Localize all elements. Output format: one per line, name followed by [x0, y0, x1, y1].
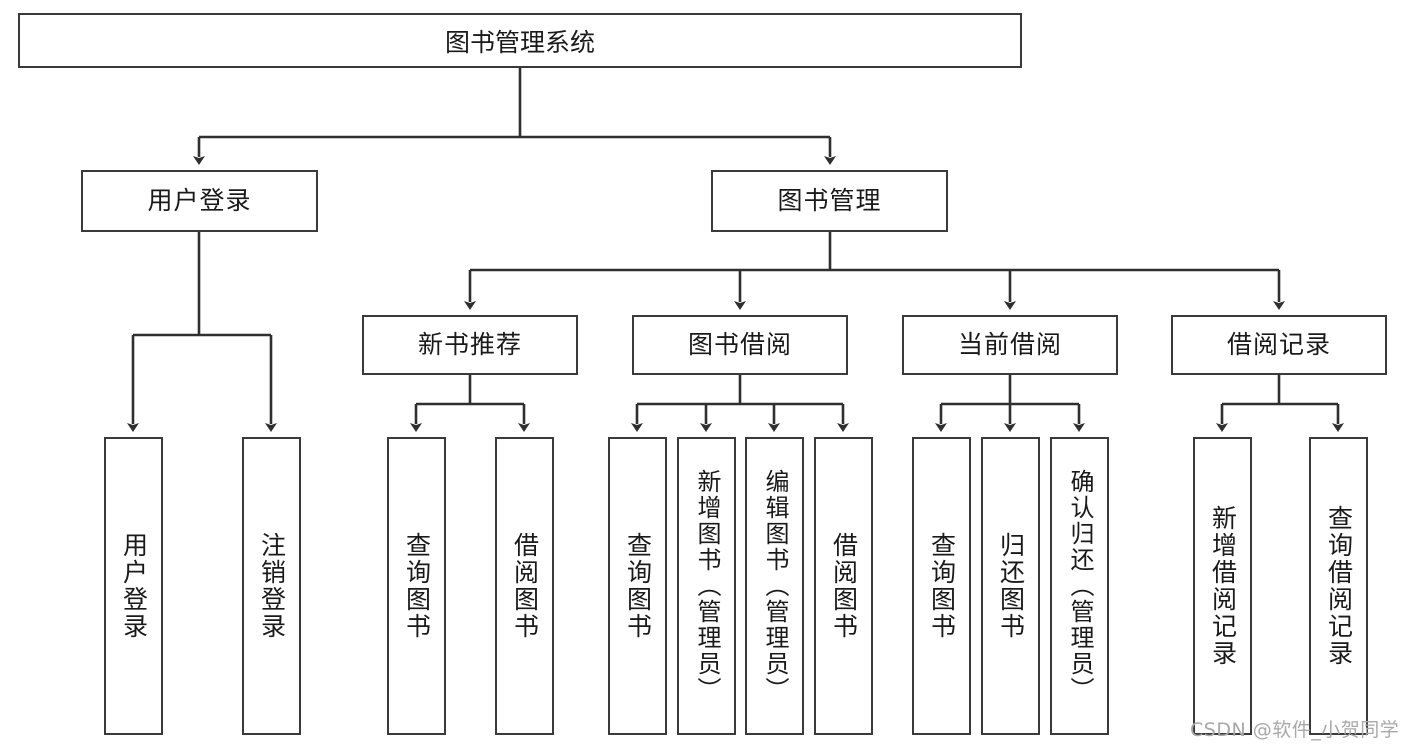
leaf-recommend-borrow-book[interactable]: 借阅图书 [495, 437, 554, 735]
leaf-borrow-borrow-book-label: 借阅图书 [829, 532, 859, 640]
leaf-user-login-signin[interactable]: 用户登录 [104, 437, 163, 735]
node-current-borrow-label: 当前借阅 [957, 330, 1062, 360]
node-current-borrow[interactable]: 当前借阅 [902, 315, 1118, 375]
leaf-current-return-book-label: 归还图书 [996, 532, 1026, 640]
node-user-login-label: 用户登录 [147, 186, 252, 216]
leaf-current-return-book[interactable]: 归还图书 [981, 437, 1040, 735]
node-book-management[interactable]: 图书管理 [711, 170, 948, 232]
node-root[interactable]: 图书管理系统 [18, 13, 1022, 68]
leaf-record-query-label: 查询借阅记录 [1324, 505, 1354, 667]
leaf-borrow-query-book-label: 查询图书 [623, 532, 653, 640]
node-new-book-recommend[interactable]: 新书推荐 [362, 315, 578, 375]
node-new-book-recommend-label: 新书推荐 [417, 330, 522, 360]
leaf-recommend-borrow-book-label: 借阅图书 [510, 532, 540, 640]
leaf-borrow-edit-book[interactable]: 编辑图书（管理员） [745, 437, 804, 735]
node-book-borrow[interactable]: 图书借阅 [632, 315, 848, 375]
leaf-current-query-book[interactable]: 查询图书 [912, 437, 971, 735]
node-root-label: 图书管理系统 [444, 27, 595, 57]
node-user-login[interactable]: 用户登录 [81, 170, 318, 232]
leaf-recommend-query-book[interactable]: 查询图书 [387, 437, 446, 735]
csdn-watermark-text: CSDN @软件_小贺同学 [1190, 719, 1400, 741]
leaf-record-add[interactable]: 新增借阅记录 [1193, 437, 1252, 735]
leaf-borrow-add-book[interactable]: 新增图书（管理员） [677, 437, 736, 735]
node-book-management-label: 图书管理 [777, 186, 882, 216]
leaf-borrow-borrow-book[interactable]: 借阅图书 [814, 437, 873, 735]
leaf-user-login-signin-label: 用户登录 [119, 532, 149, 640]
csdn-watermark: CSDN @软件_小贺同学 [1190, 715, 1399, 742]
leaf-borrow-edit-book-label: 编辑图书（管理员） [760, 469, 789, 703]
leaf-record-query[interactable]: 查询借阅记录 [1309, 437, 1368, 735]
node-borrow-record-label: 借阅记录 [1226, 330, 1331, 360]
leaf-user-login-signout-label: 注销登录 [257, 532, 287, 640]
leaf-recommend-query-book-label: 查询图书 [402, 532, 432, 640]
leaf-borrow-query-book[interactable]: 查询图书 [608, 437, 667, 735]
leaf-current-confirm-return[interactable]: 确认归还（管理员） [1050, 437, 1109, 735]
leaf-record-add-label: 新增借阅记录 [1208, 505, 1238, 667]
leaf-current-query-book-label: 查询图书 [927, 532, 957, 640]
leaf-current-confirm-return-label: 确认归还（管理员） [1065, 469, 1094, 703]
leaf-borrow-add-book-label: 新增图书（管理员） [692, 469, 721, 703]
node-book-borrow-label: 图书借阅 [687, 330, 792, 360]
leaf-user-login-signout[interactable]: 注销登录 [242, 437, 301, 735]
node-borrow-record[interactable]: 借阅记录 [1171, 315, 1387, 375]
